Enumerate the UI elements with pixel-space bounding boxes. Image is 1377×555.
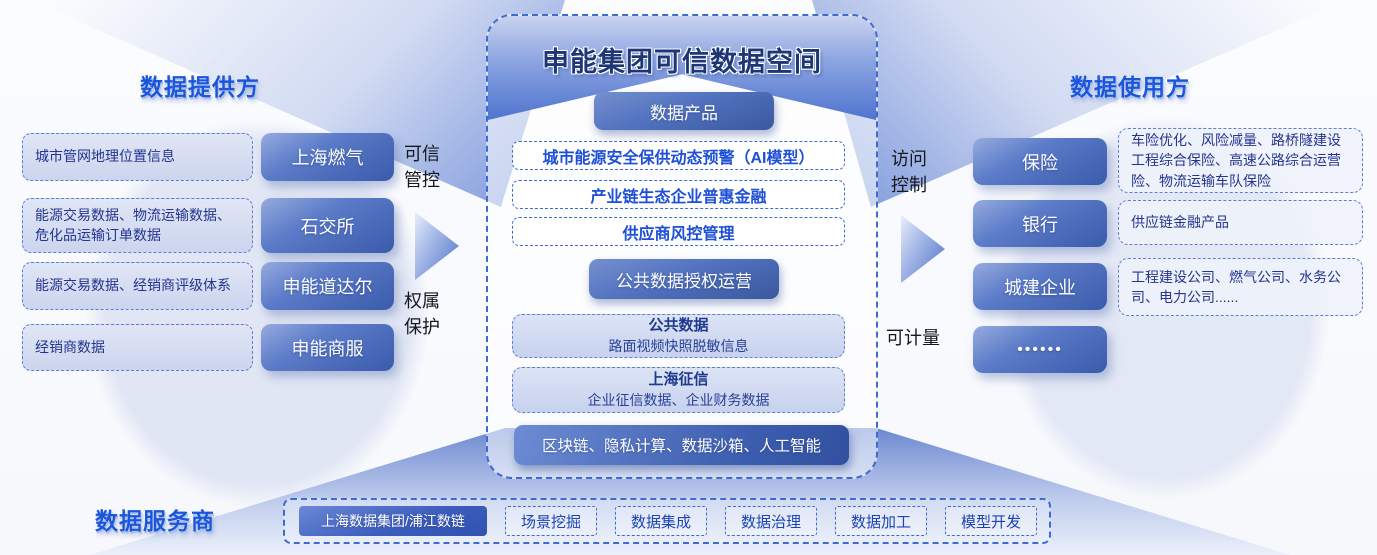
diagram-title: 申能集团可信数据空间 [542,47,822,77]
provider-row: 能源交易数据、物流运输数据、危化品运输订单数据 石交所 [22,198,394,253]
provider-node-shanghai-gas: 上海燃气 [261,133,394,181]
public-data-ops-node: 公共数据授权运营 [589,259,779,299]
product-box-supplier-risk: 供应商风控管理 [512,217,845,246]
service-box-model-development: 模型开发 [945,506,1037,536]
consumer-node-insurance: 保险 [973,138,1107,185]
provider-node-petroleum-exchange: 石交所 [261,198,394,253]
provider-data-box: 能源交易数据、物流运输数据、危化品运输订单数据 [22,198,253,253]
service-box-data-governance: 数据治理 [725,506,817,536]
service-box-data-processing: 数据加工 [835,506,927,536]
consumer-node-urban-construction: 城建企业 [973,263,1107,310]
data-providers-list: 城市管网地理位置信息 上海燃气 能源交易数据、物流运输数据、危化品运输订单数据 … [22,133,394,371]
provider-row: 城市管网地理位置信息 上海燃气 [22,133,394,181]
source-title: 公共数据 [648,317,709,335]
source-box-shanghai-credit: 上海征信 企业征信数据、企业财务数据 [512,367,845,413]
access-control-label: 访问 控制 [891,149,927,196]
source-desc: 路面视频快照脱敏信息 [608,337,749,354]
flow-arrow-left-icon [415,212,459,280]
consumer-desc-insurance: 车险优化、风险减量、路桥隧建设工程综合保险、高速公路综合运营险、物流运输车队保险 [1118,128,1363,193]
consumer-desc-bank: 供应链金融产品 [1118,200,1363,245]
provider-node-shenergy-total: 申能道达尔 [261,262,394,310]
trusted-data-space-panel: 申能集团可信数据空间 数据产品 城市能源安全保供动态预警（AI模型） 产业链生态… [486,14,878,479]
data-service-providers-header: 数据服务商 [95,508,215,534]
service-box-scene-mining: 场景挖掘 [505,506,597,536]
service-box-data-integration: 数据集成 [615,506,707,536]
source-desc: 企业征信数据、企业财务数据 [587,391,770,408]
provider-row: 能源交易数据、经销商评级体系 申能道达尔 [22,262,394,310]
product-box-inclusive-finance: 产业链生态企业普惠金融 [512,180,845,209]
consumer-node-more: •••••• [973,326,1107,373]
provider-data-box: 能源交易数据、经销商评级体系 [22,262,253,310]
provider-data-box: 经销商数据 [22,324,253,371]
flow-arrow-right-icon [901,215,945,283]
background-ellipse-left [85,118,430,508]
provider-data-box: 城市管网地理位置信息 [22,133,253,181]
provider-node-shenergy-service: 申能商服 [261,324,394,371]
product-box-energy-warning: 城市能源安全保供动态预警（AI模型） [512,141,845,170]
source-title: 上海征信 [648,371,709,389]
technology-bar: 区块链、隐私计算、数据沙箱、人工智能 [514,425,849,465]
source-box-public-data: 公共数据 路面视频快照脱敏信息 [512,314,845,358]
consumer-desc-urban-construction: 工程建设公司、燃气公司、水务公司、电力公司...... [1118,258,1363,316]
trusted-control-label: 可信 管控 [404,144,440,191]
provider-row: 经销商数据 申能商服 [22,324,394,371]
service-node-shanghai-data-group: 上海数据集团/浦江数链 [299,506,487,536]
consumer-node-bank: 银行 [973,200,1107,247]
data-users-header: 数据使用方 [1070,74,1190,100]
meterable-label: 可计量 [886,328,940,348]
services-container: 上海数据集团/浦江数链 场景挖掘 数据集成 数据治理 数据加工 模型开发 [283,498,1051,544]
data-providers-header: 数据提供方 [140,74,260,100]
ownership-protection-label: 权属 保护 [404,291,440,338]
data-product-node: 数据产品 [594,92,774,130]
